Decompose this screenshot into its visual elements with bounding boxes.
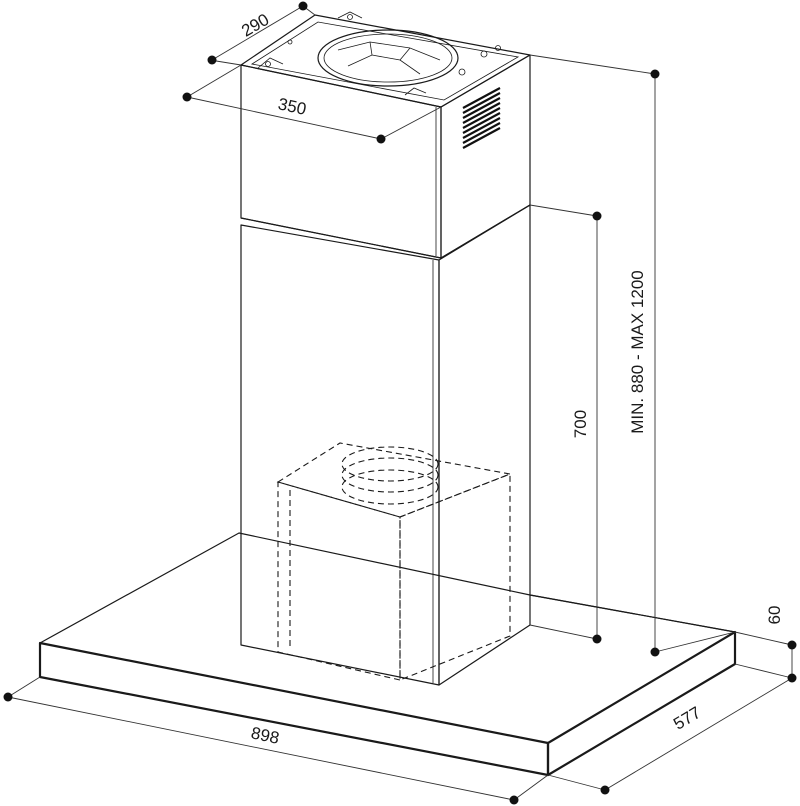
canopy [38, 532, 737, 777]
hidden-motor-outline [276, 442, 513, 681]
lower-chimney [240, 204, 531, 686]
dim-label-chimney-depth: 290 [238, 10, 272, 41]
dim-label-canopy-thickness: 60 [765, 606, 784, 625]
dimension-lines [7, 5, 793, 801]
vent-grille-icon [462, 87, 501, 149]
dim-label-chimney-width: 350 [276, 94, 308, 118]
dim-label-canopy-depth: 577 [670, 703, 704, 734]
dim-label-lower-chimney-height: 700 [571, 410, 590, 438]
upper-chimney [240, 11, 531, 259]
dimension-endpoints [3, 1, 797, 805]
dim-label-canopy-width: 898 [249, 723, 281, 747]
dim-label-min-max-height: MIN. 880 - MAX 1200 [628, 270, 647, 433]
